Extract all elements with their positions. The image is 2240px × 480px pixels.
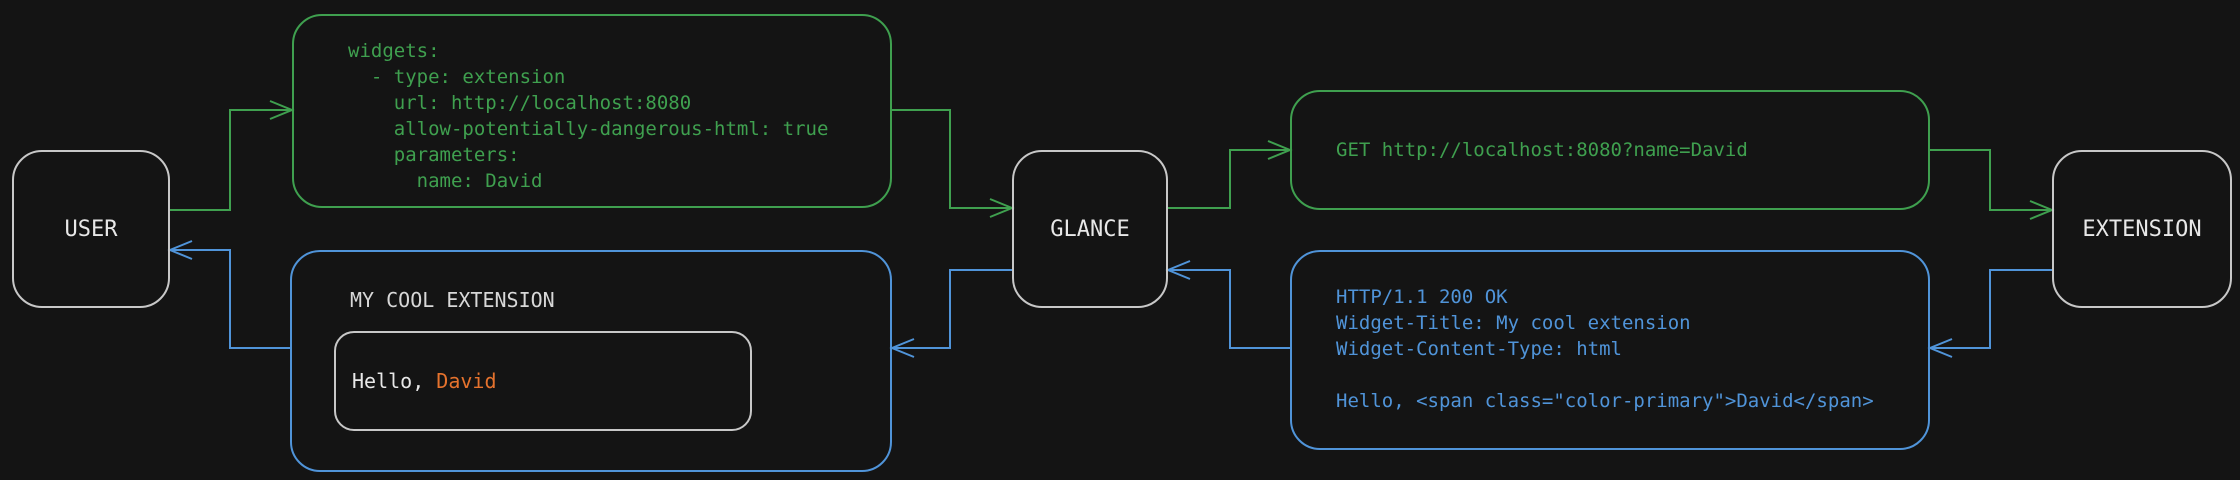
edge-widget-to-user [170, 249, 290, 349]
node-extension-label: EXTENSION [2082, 216, 2202, 242]
code-line: Hello, <span class="color-primary">David… [1336, 390, 1874, 412]
node-extension: EXTENSION [2052, 150, 2232, 308]
edge-extension-to-response [1930, 269, 2052, 349]
code-line: Widget-Title: My cool extension [1336, 312, 1691, 334]
edge-user-to-config [170, 109, 292, 211]
widget-title: MY COOL EXTENSION [350, 288, 555, 312]
arrowhead-widget-to-user [167, 240, 193, 260]
widget-preview-box: MY COOL EXTENSION Hello, David [290, 250, 892, 472]
edge-request-to-extension [1930, 149, 2052, 211]
node-user-label: USER [64, 216, 118, 242]
http-request-box: GET http://localhost:8080?name=David [1290, 90, 1930, 210]
arrowhead-glance-to-widget [889, 338, 915, 358]
arrowhead-response-to-glance [1165, 260, 1191, 280]
edge-glance-to-request [1168, 149, 1290, 209]
greeting-text: Hello, [352, 369, 437, 393]
node-glance-label: GLANCE [1050, 216, 1130, 242]
code-line: parameters: [348, 144, 520, 166]
code-line: HTTP/1.1 200 OK [1336, 286, 1508, 308]
greeting-name: David [436, 369, 497, 393]
code-line: Widget-Content-Type: html [1336, 338, 1622, 360]
code-line: allow-potentially-dangerous-html: true [348, 118, 829, 140]
widget-output-box: Hello, David [334, 331, 752, 431]
code-line: - type: extension [348, 66, 566, 88]
edge-response-to-glance [1168, 269, 1290, 349]
request-line: GET http://localhost:8080?name=David [1336, 139, 1748, 161]
edge-config-to-glance [892, 109, 1012, 209]
http-response-box: HTTP/1.1 200 OK Widget-Title: My cool ex… [1290, 250, 1930, 450]
code-line [1336, 362, 1920, 388]
config-yaml-box: widgets: - type: extension url: http://l… [292, 14, 892, 208]
code-line: widgets: [348, 40, 440, 62]
node-glance: GLANCE [1012, 150, 1168, 308]
code-line: name: David [348, 170, 543, 192]
arrowhead-extension-to-response [1927, 338, 1953, 358]
edge-glance-to-widget [892, 269, 1012, 349]
code-line: url: http://localhost:8080 [348, 92, 692, 114]
node-user: USER [12, 150, 170, 308]
